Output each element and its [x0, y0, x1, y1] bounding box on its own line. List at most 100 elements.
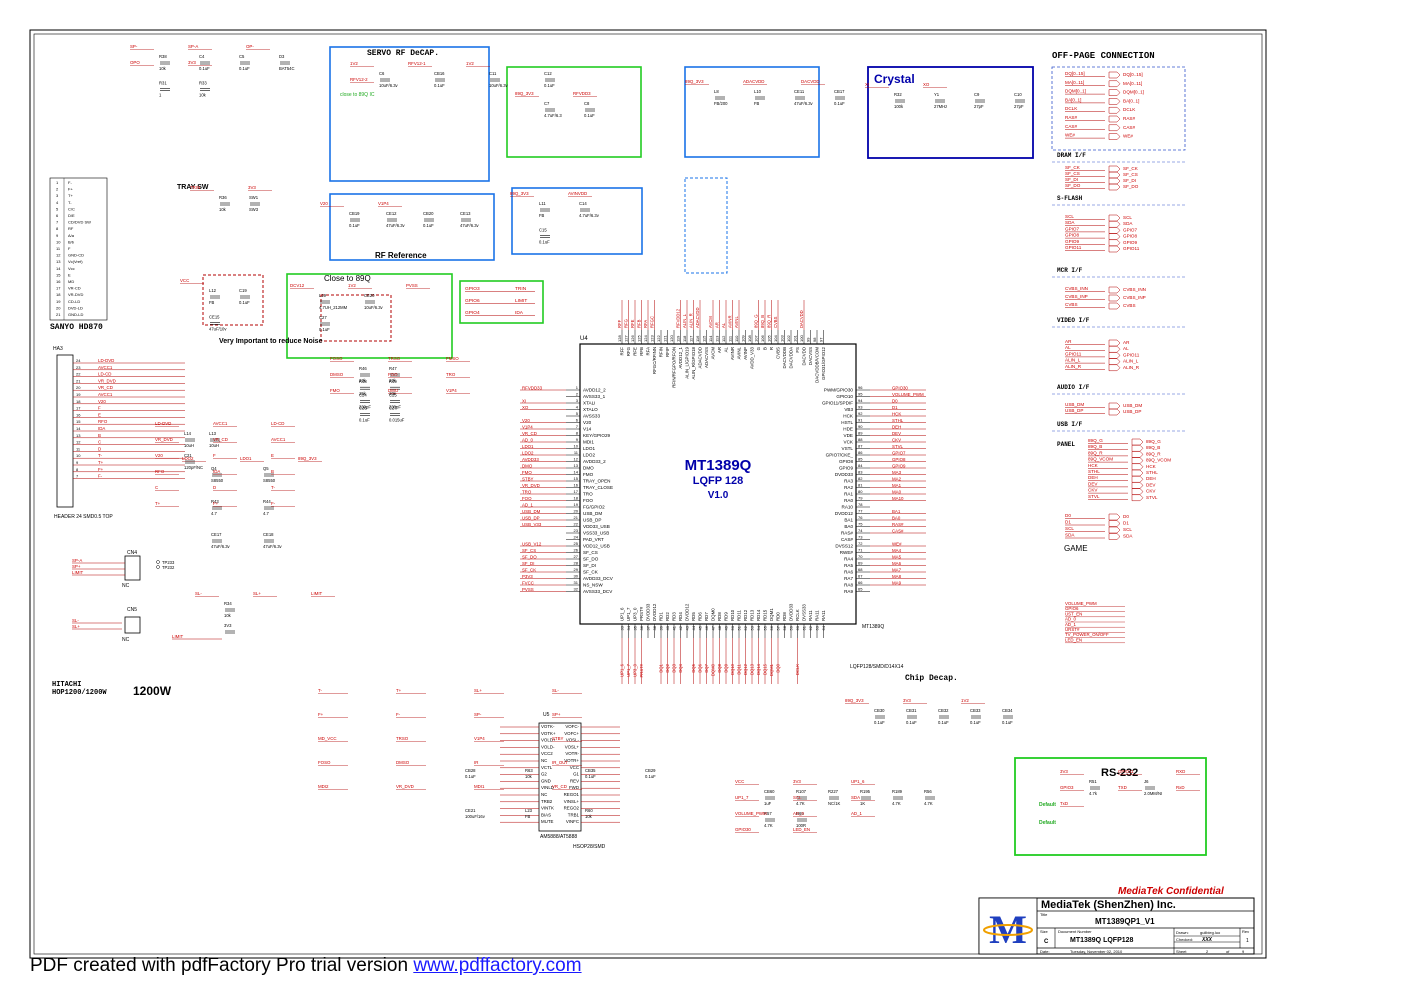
cn5-net-label: SL- — [72, 618, 79, 623]
component-value: FB — [754, 101, 760, 106]
chip-decap-title: Chip Decap. — [905, 674, 958, 683]
chip-net-label: WE# — [892, 541, 902, 546]
chip-pin-number: 108 — [747, 335, 752, 342]
offpage-net-label: CVBS_INN — [1065, 286, 1088, 291]
offpage-net-label: ALIN_L — [1065, 358, 1081, 363]
header-pin-number: 9 — [76, 460, 79, 465]
component-ref: R36 — [219, 195, 227, 200]
chip-pin-number: 43 — [685, 625, 690, 630]
block-net-label: RFO — [155, 469, 165, 474]
chip-net-label: MA8 — [892, 574, 902, 579]
chip-pin-number: 28 — [574, 561, 579, 566]
sheet-value: 2 — [1206, 949, 1209, 954]
chip-pin-name: DVDD33 — [646, 603, 651, 621]
chip-pin-name: RA5 — [844, 563, 853, 568]
chip-pin-number: 19 — [574, 502, 579, 507]
offpage-group-title: VIDEO I/F — [1057, 317, 1090, 324]
component-ref: R65 — [796, 811, 804, 816]
chip-net-label: LDO1 — [522, 444, 534, 449]
crystal-box — [867, 66, 1034, 159]
chip-pin-number: 29 — [574, 567, 579, 572]
offpage-misc-label: AD_0 — [1065, 617, 1077, 622]
component-ref: C12 — [544, 71, 552, 76]
hitachi-model: 1200W — [133, 684, 172, 698]
block-net-label: TRIN — [190, 185, 200, 190]
sheet-label: Sheet — [1176, 949, 1187, 954]
chip-pin-name: DQM1 — [769, 608, 774, 621]
component-ref: R227 — [828, 789, 839, 794]
chip-pin-number: 52 — [743, 625, 748, 630]
block-net-label: DMO — [388, 388, 399, 393]
hitachi-line2: HOP1200/1200W — [52, 689, 107, 697]
chip-pin-number: 107 — [754, 335, 759, 342]
sanyo-pin-name: GND-CD — [68, 253, 84, 258]
chip-pin-name: GPIO31/GPIO12 — [821, 346, 826, 380]
offpage-title: OFF-PAGE CONNECTION — [1052, 51, 1155, 61]
header-net-label: B — [98, 433, 101, 438]
offpage-port-label: 89Q_B — [1146, 445, 1160, 450]
component-ref: 3V3 — [224, 623, 232, 628]
block-net-label: DACVDD — [801, 79, 820, 84]
chip-pin-name: DACVSS — [808, 347, 813, 365]
driver-pkg: HSOP28/SMD — [573, 844, 606, 850]
component-value: 330pF — [359, 404, 371, 409]
chip-pin-number: 44 — [691, 625, 696, 630]
sheet-inner-frame — [33, 33, 1263, 955]
chip-pin-name: DACVDD — [802, 347, 807, 366]
block-net-label: SCL — [793, 795, 802, 800]
component-ref: C11 — [489, 71, 497, 76]
chip-net-label: USB_DM — [522, 509, 541, 514]
chip-net-label: D0 — [892, 398, 898, 403]
offpage-port-label: RAS# — [1123, 116, 1135, 121]
offpage-net-label: CVBS_INP — [1065, 294, 1088, 299]
chip-pin-number: 104 — [773, 335, 778, 342]
chip-net-label: MA3 — [892, 470, 902, 475]
sanyo-pin-name: CD-LD — [68, 299, 80, 304]
offpage-port-label: SF_DI — [1123, 178, 1136, 183]
component-ref: CB17 — [834, 89, 845, 94]
driver-pin-name: VCTL — [541, 765, 553, 770]
pdf-footer-link[interactable]: www.pdffactory.com — [413, 955, 582, 976]
header-pin-number: 18 — [76, 399, 81, 404]
component-value: 0.1uF — [199, 66, 210, 71]
chip-pin-name: FOO — [583, 498, 593, 503]
component-value: 10uH — [184, 443, 194, 448]
driver-pin-name: VOTK+ — [541, 731, 556, 736]
sanyo-pin-name: Vcc — [68, 266, 75, 271]
block-net-label: TRSO — [388, 356, 401, 361]
chip-pin-name: GPIO7/CKE_ — [826, 453, 854, 458]
chip-pin-number: 45 — [698, 625, 703, 630]
chip-net-label: MA1 — [892, 483, 902, 488]
component-value: 4.7 — [263, 511, 269, 516]
chip-net-label: AVCM — [708, 316, 713, 328]
of-value: 9 — [1242, 949, 1245, 954]
sanyo-pin-name: B/b — [68, 239, 75, 244]
chip-net-label: UP3_0 — [633, 663, 638, 676]
chip-pin-name: RD8 — [782, 612, 787, 621]
driver-pin-name: TRB2 — [541, 799, 553, 804]
cn4-body — [124, 555, 141, 581]
offpage-port-icon — [1108, 106, 1121, 114]
chip-pin-name: RCLK — [795, 609, 800, 621]
chip-pin-number: 74 — [858, 528, 863, 533]
sanyo-pin-number: 5 — [56, 206, 59, 211]
chip-net-label: AD_0 — [522, 437, 534, 442]
offpage-port-label: HCK — [1146, 464, 1157, 469]
component-value: 4.7K — [892, 801, 901, 806]
offpage-group-title: S-FLASH — [1057, 195, 1083, 202]
offpage-port-label: GPIO7 — [1123, 227, 1137, 232]
cn4-net-label: SP-A — [72, 558, 82, 563]
chip-pin-name: PAD_VRT — [583, 537, 604, 542]
sanyo-pin-number: 20 — [56, 305, 61, 310]
chip-pin-name: AVCM — [711, 347, 716, 360]
component-value: 0.1uF — [938, 720, 949, 725]
component-value: 10k — [199, 92, 207, 97]
header-pin-number: 23 — [76, 365, 81, 370]
sanyo-pin-number: 9 — [56, 233, 59, 238]
block-net-label: PVSS — [406, 283, 418, 288]
sanyo-pin-name: T+ — [68, 193, 73, 198]
chip-net-label: ALIN_L — [682, 313, 687, 328]
sanyo-pin-number: 11 — [56, 246, 61, 251]
driver-pin-name: VOLD- — [541, 744, 555, 749]
chip-pin-number: 63 — [815, 625, 820, 630]
